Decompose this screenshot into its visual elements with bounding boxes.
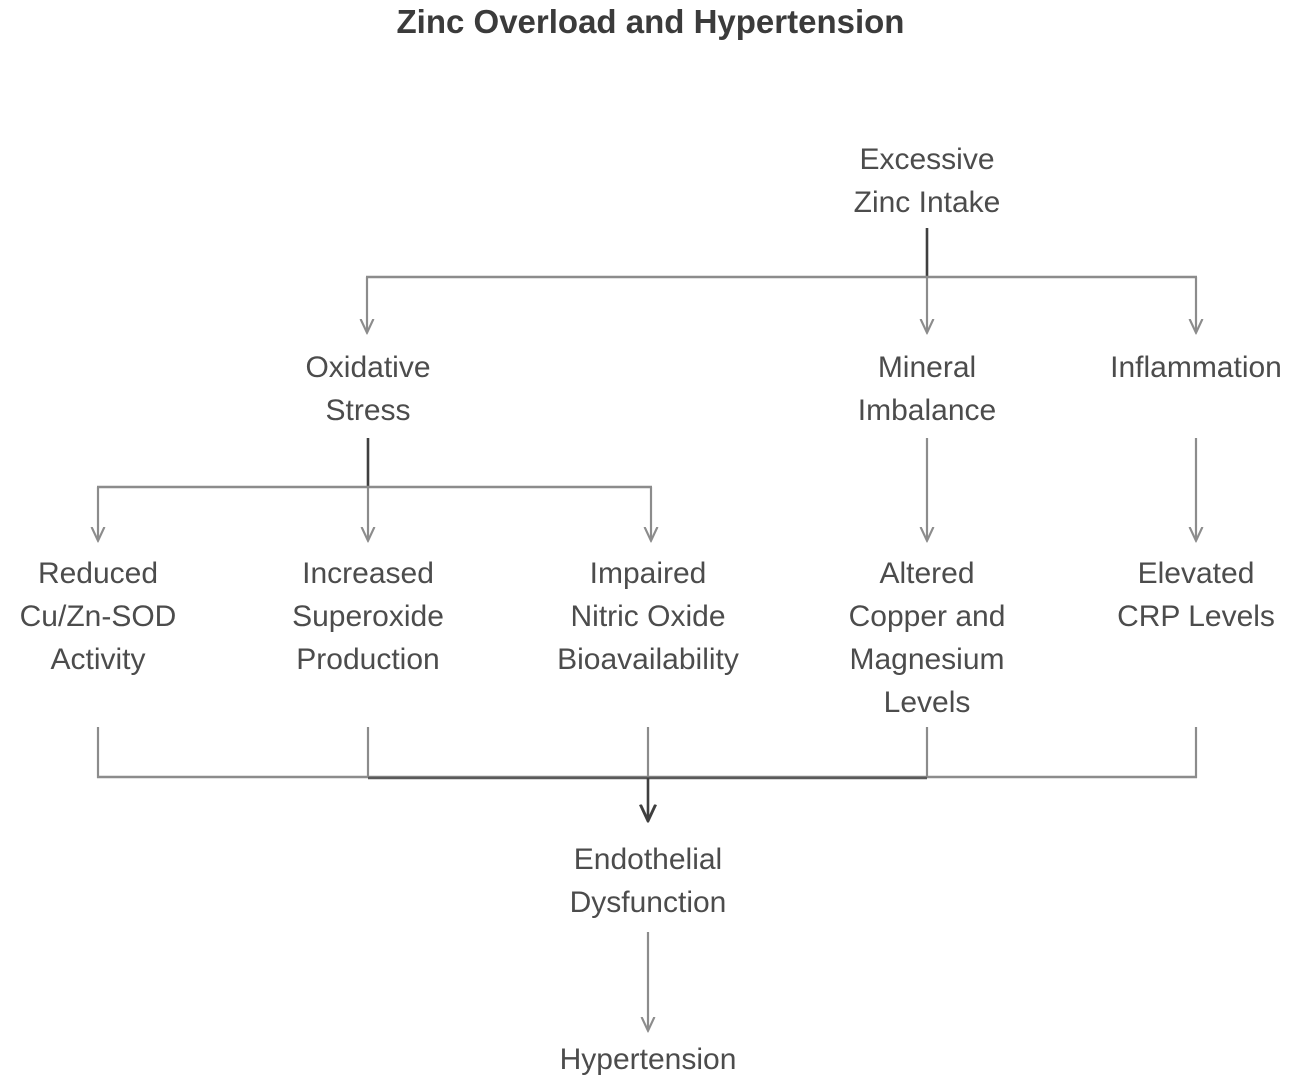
node-excessive-zinc-intake[interactable]: Excessive Zinc Intake xyxy=(853,143,1001,219)
node-endothelial-dysfunction[interactable]: Endothelial Dysfunction xyxy=(569,843,727,919)
node-reduced-cu-zn-sod-activity[interactable]: Reduced Cu/Zn-SOD Activity xyxy=(19,557,177,676)
node-increased-superoxide-production[interactable]: Increased Superoxide Production xyxy=(292,557,444,676)
node-hypertension[interactable]: Hypertension xyxy=(559,1043,737,1076)
edge-group-intake-to-level2 xyxy=(366,228,1197,332)
node-oxidative-stress[interactable]: Oxidative Stress xyxy=(305,351,431,427)
edge-group-level2-direct xyxy=(927,438,1196,540)
edge-group-oxidative-stress-to-level3 xyxy=(97,438,652,540)
node-elevated-crp-levels[interactable]: Elevated CRP Levels xyxy=(1117,557,1275,633)
node-mineral-imbalance[interactable]: Mineral Imbalance xyxy=(857,351,997,427)
edge-group-level3-to-endothelial xyxy=(96,727,1198,820)
node-altered-copper-and-magnesium-levels[interactable]: Altered Copper and Magnesium Levels xyxy=(848,557,1006,719)
node-impaired-nitric-oxide-bioavailability[interactable]: Impaired Nitric Oxide Bioavailability xyxy=(557,557,739,676)
page-title: Zinc Overload and Hypertension xyxy=(396,3,905,40)
node-inflammation[interactable]: Inflammation xyxy=(1110,351,1282,384)
